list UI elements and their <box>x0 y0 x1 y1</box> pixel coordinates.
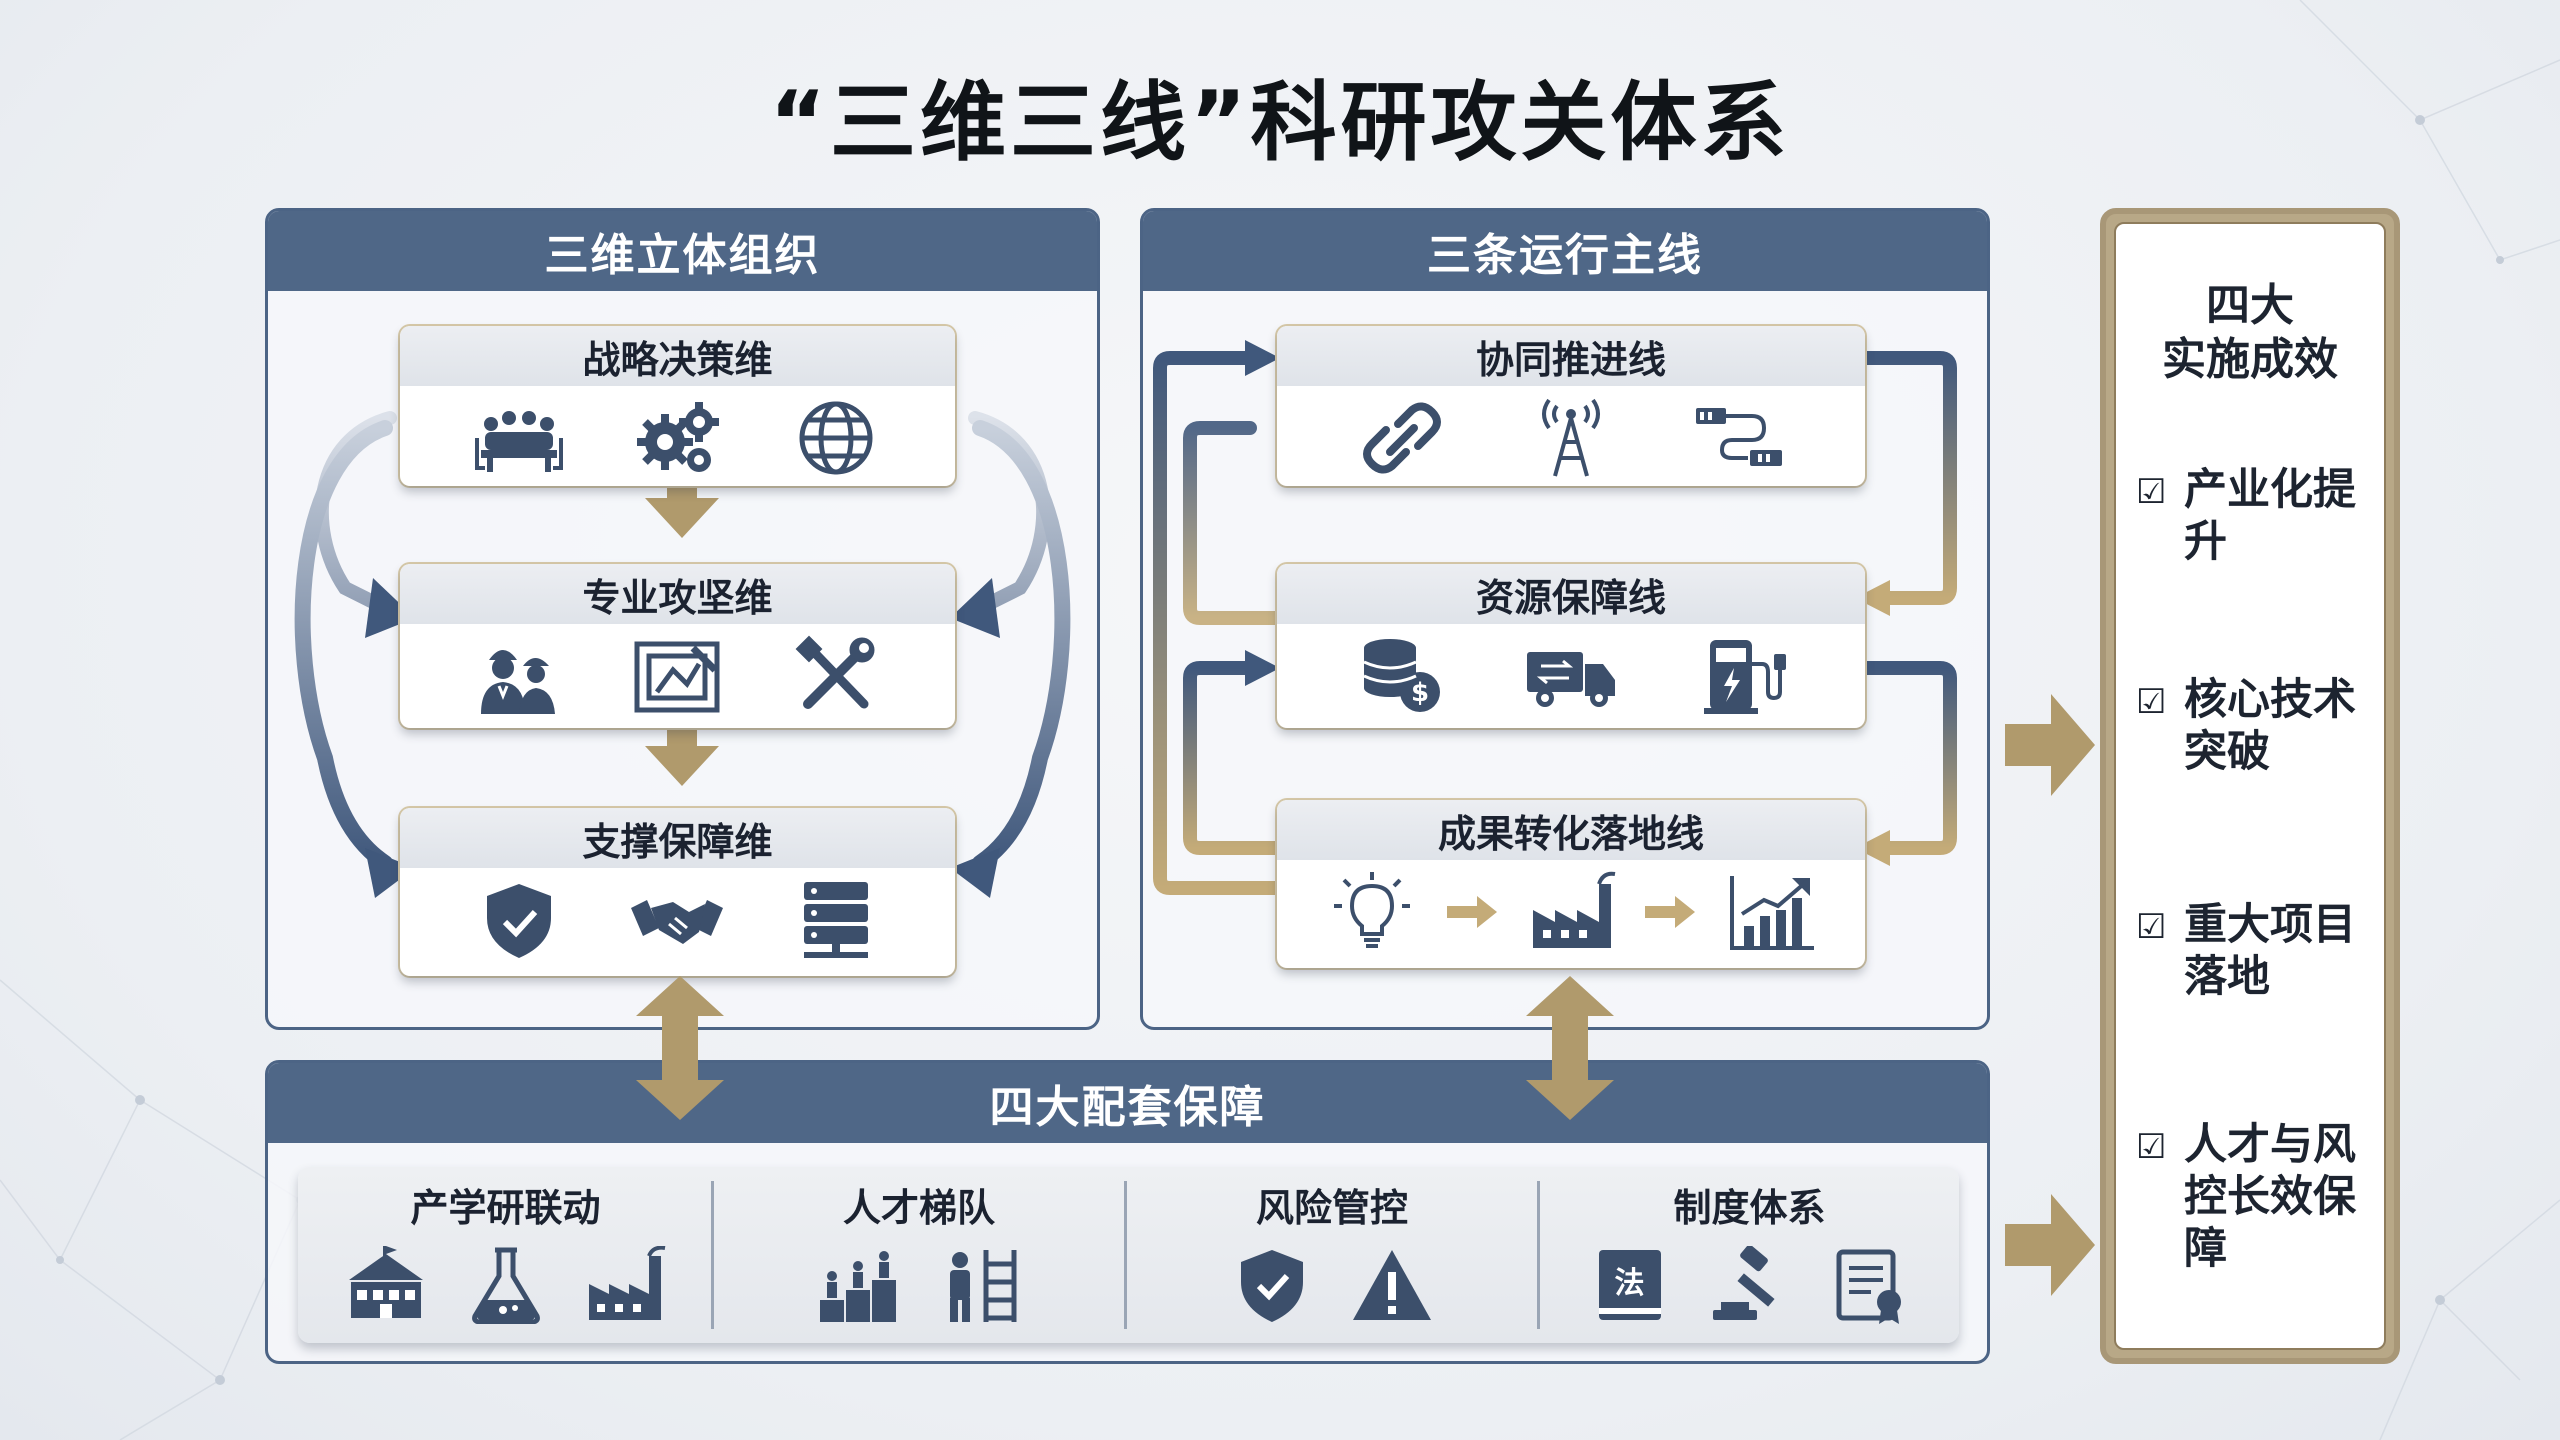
card-strategic-decision: 战略决策维 <box>400 326 955 486</box>
card-resource-line: 资源保障线 $ <box>1277 564 1865 728</box>
bar-chart-growth-icon <box>1722 870 1818 954</box>
ladder-person-icon <box>936 1246 1022 1324</box>
section-institutional-system: 制度体系 法 <box>1540 1167 1959 1343</box>
blueprint-icon <box>629 634 725 718</box>
flow-arrow-icon <box>1645 896 1696 928</box>
panel-header: 四大配套保障 <box>268 1063 1987 1143</box>
result-item-core-tech: ☑ 核心技术突破 <box>2136 674 2386 778</box>
card-title: 专业攻坚维 <box>400 564 955 624</box>
lightbulb-icon <box>1324 870 1420 954</box>
svg-text:$: $ <box>1411 678 1429 708</box>
mainline-loop-arrows <box>1153 340 1957 895</box>
checkbox-icon: ☑ <box>2136 472 2167 512</box>
card-collaborative-line: 协同推进线 <box>1277 326 1865 486</box>
section-talent-echelon: 人才梯队 <box>714 1167 1124 1343</box>
panel-header: 三条运行主线 <box>1143 211 1987 291</box>
flask-icon <box>463 1246 549 1325</box>
card-title: 协同推进线 <box>1277 326 1865 386</box>
school-icon <box>343 1246 429 1324</box>
result-item-industrialization: ☑ 产业化提升 <box>2136 464 2386 568</box>
chain-link-icon <box>1354 396 1450 480</box>
delivery-truck-icon <box>1523 634 1619 718</box>
results-title-line1: 四大 <box>2206 280 2294 331</box>
card-title: 支撑保障维 <box>400 808 955 868</box>
arrow-to-results-upper <box>2005 694 2095 796</box>
card-achievement-transformation-line: 成果转化落地线 <box>1277 800 1865 968</box>
card-title: 资源保障线 <box>1277 564 1865 624</box>
warning-icon <box>1349 1246 1435 1324</box>
card-title: 战略决策维 <box>400 326 955 386</box>
double-arrow-right <box>1526 976 1614 1120</box>
double-arrow-left <box>636 976 724 1120</box>
four-supporting-guarantees-panel: 四大配套保障 产学研联动 <box>265 1060 1990 1364</box>
page-title: “三维三线”科研攻关体系 <box>769 73 1791 173</box>
card-professional-tackling: 专业攻坚维 <box>400 564 955 728</box>
result-item-text: 产业化提升 <box>2184 465 2356 567</box>
coins-dollar-icon: $ <box>1354 634 1450 718</box>
shield-check-icon <box>471 878 567 962</box>
certificate-icon <box>1827 1246 1913 1324</box>
section-title: 人才梯队 <box>842 1186 995 1230</box>
result-item-major-projects: ☑ 重大项目落地 <box>2136 899 2386 1003</box>
gavel-icon <box>1707 1244 1793 1324</box>
result-item-talent-risk: ☑ 人才与风控长效保障 <box>2136 1119 2386 1275</box>
factory-icon <box>1523 870 1619 954</box>
law-book-icon: 法 <box>1587 1246 1673 1324</box>
charging-station-icon <box>1692 634 1788 718</box>
panel-header: 三维立体组织 <box>268 211 1097 291</box>
law-book-glyph: 法 <box>1614 1266 1645 1301</box>
meeting-table-icon <box>471 396 567 480</box>
section-title: 产学研联动 <box>410 1186 601 1230</box>
globe-icon <box>788 396 884 480</box>
section-divider <box>1537 1181 1540 1329</box>
handshake-icon <box>629 878 725 962</box>
section-risk-control: 风险管控 <box>1127 1167 1537 1343</box>
guarantees-container: 产学研联动 <box>298 1167 1959 1343</box>
server-icon <box>788 878 884 962</box>
section-industry-academia: 产学研联动 <box>298 1167 713 1343</box>
gears-icon <box>629 396 725 480</box>
podium-people-icon <box>816 1246 902 1324</box>
section-title: 风险管控 <box>1255 1186 1408 1230</box>
left-loop-arrows <box>294 411 1071 898</box>
factory-icon <box>583 1245 669 1324</box>
checkbox-icon: ☑ <box>2136 682 2167 722</box>
results-title-line2: 实施成效 <box>2162 334 2338 385</box>
card-title: 成果转化落地线 <box>1277 800 1865 860</box>
flow-arrow-icon <box>1446 896 1497 928</box>
result-item-text: 核心技术突破 <box>2184 675 2356 777</box>
signal-tower-icon <box>1523 396 1619 480</box>
engineers-icon <box>471 634 567 718</box>
section-divider <box>711 1181 714 1329</box>
checkbox-icon: ☑ <box>2136 1127 2167 1167</box>
result-item-text: 重大项目落地 <box>2184 900 2356 1002</box>
results-title: 四大 实施成效 <box>2116 279 2384 387</box>
checkbox-icon: ☑ <box>2136 907 2167 947</box>
section-divider <box>1124 1181 1127 1329</box>
arrow-to-results-lower <box>2005 1194 2095 1296</box>
four-results-panel: 四大 实施成效 ☑ 产业化提升 ☑ 核心技术突破 ☑ 重大项目落地 ☑ 人才与风… <box>2100 208 2400 1364</box>
section-title: 制度体系 <box>1673 1186 1826 1230</box>
workflow-icon <box>1692 396 1788 480</box>
tools-icon <box>788 634 884 718</box>
card-support-guarantee: 支撑保障维 <box>400 808 955 976</box>
result-item-text: 人才与风控长效保障 <box>2184 1120 2356 1274</box>
shield-check-icon <box>1229 1246 1315 1324</box>
